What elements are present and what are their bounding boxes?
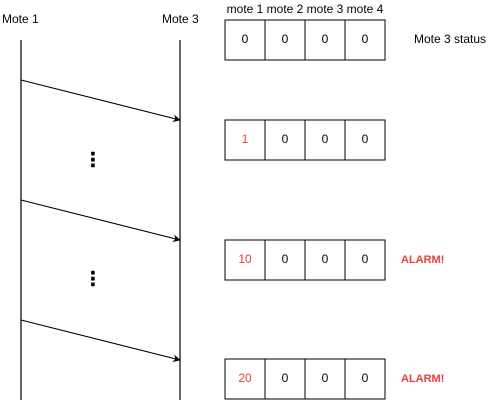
message-arrow-2 (20, 199, 181, 243)
status-cell (264, 119, 306, 161)
status-cell-value: 1 (242, 132, 249, 146)
status-cell (264, 358, 306, 400)
status-cell (304, 19, 346, 61)
column-header-mote-3: mote 3 (307, 2, 344, 16)
alarm-label: ALARM! (401, 373, 444, 385)
status-cell (344, 119, 386, 161)
status-cell-value: 0 (242, 32, 249, 46)
status-cell (344, 239, 386, 281)
status-cell (344, 19, 386, 61)
status-cell-value: 20 (238, 371, 252, 385)
status-cell-value: 0 (362, 371, 369, 385)
status-row: 1 0 0 0 (224, 119, 386, 161)
status-cell-value: 0 (282, 132, 289, 146)
column-header-mote-4: mote 4 (347, 2, 384, 16)
column-header-mote-2: mote 2 (267, 2, 304, 16)
status-cell-value: 0 (322, 371, 329, 385)
lifeline-label-mote-1: Mote 1 (2, 12, 39, 26)
status-cell-value: 0 (322, 32, 329, 46)
message-arrow-3 (20, 319, 181, 363)
column-header-mote-1: mote 1 (227, 2, 264, 16)
status-cell-value: 0 (282, 32, 289, 46)
status-row: 10 0 0 0 ALARM! (224, 239, 444, 281)
message-arrow-1 (20, 79, 181, 123)
status-cell-value: 0 (282, 371, 289, 385)
status-cell-value: 0 (322, 252, 329, 266)
status-cell (264, 239, 306, 281)
status-cell (344, 358, 386, 400)
status-row: 20 0 0 0 ALARM! (224, 358, 444, 400)
status-cell-value: 0 (322, 132, 329, 146)
alarm-label: ALARM! (401, 254, 444, 266)
status-cell-value: 0 (282, 252, 289, 266)
ellipsis-1: ⋮ (83, 149, 103, 171)
status-cell-value: 0 (362, 252, 369, 266)
status-cell-value: 10 (238, 252, 252, 266)
status-cell-value: 0 (362, 32, 369, 46)
status-caption: Mote 3 status (414, 32, 486, 46)
status-cell (264, 19, 306, 61)
ellipsis-2: ⋮ (83, 268, 103, 290)
status-cell (304, 358, 346, 400)
status-cell (304, 239, 346, 281)
status-cell (304, 119, 346, 161)
status-row: 0 0 0 0 (224, 19, 386, 61)
lifeline-label-mote-3: Mote 3 (162, 12, 199, 26)
status-cell-value: 0 (362, 132, 369, 146)
status-cell (224, 239, 266, 281)
